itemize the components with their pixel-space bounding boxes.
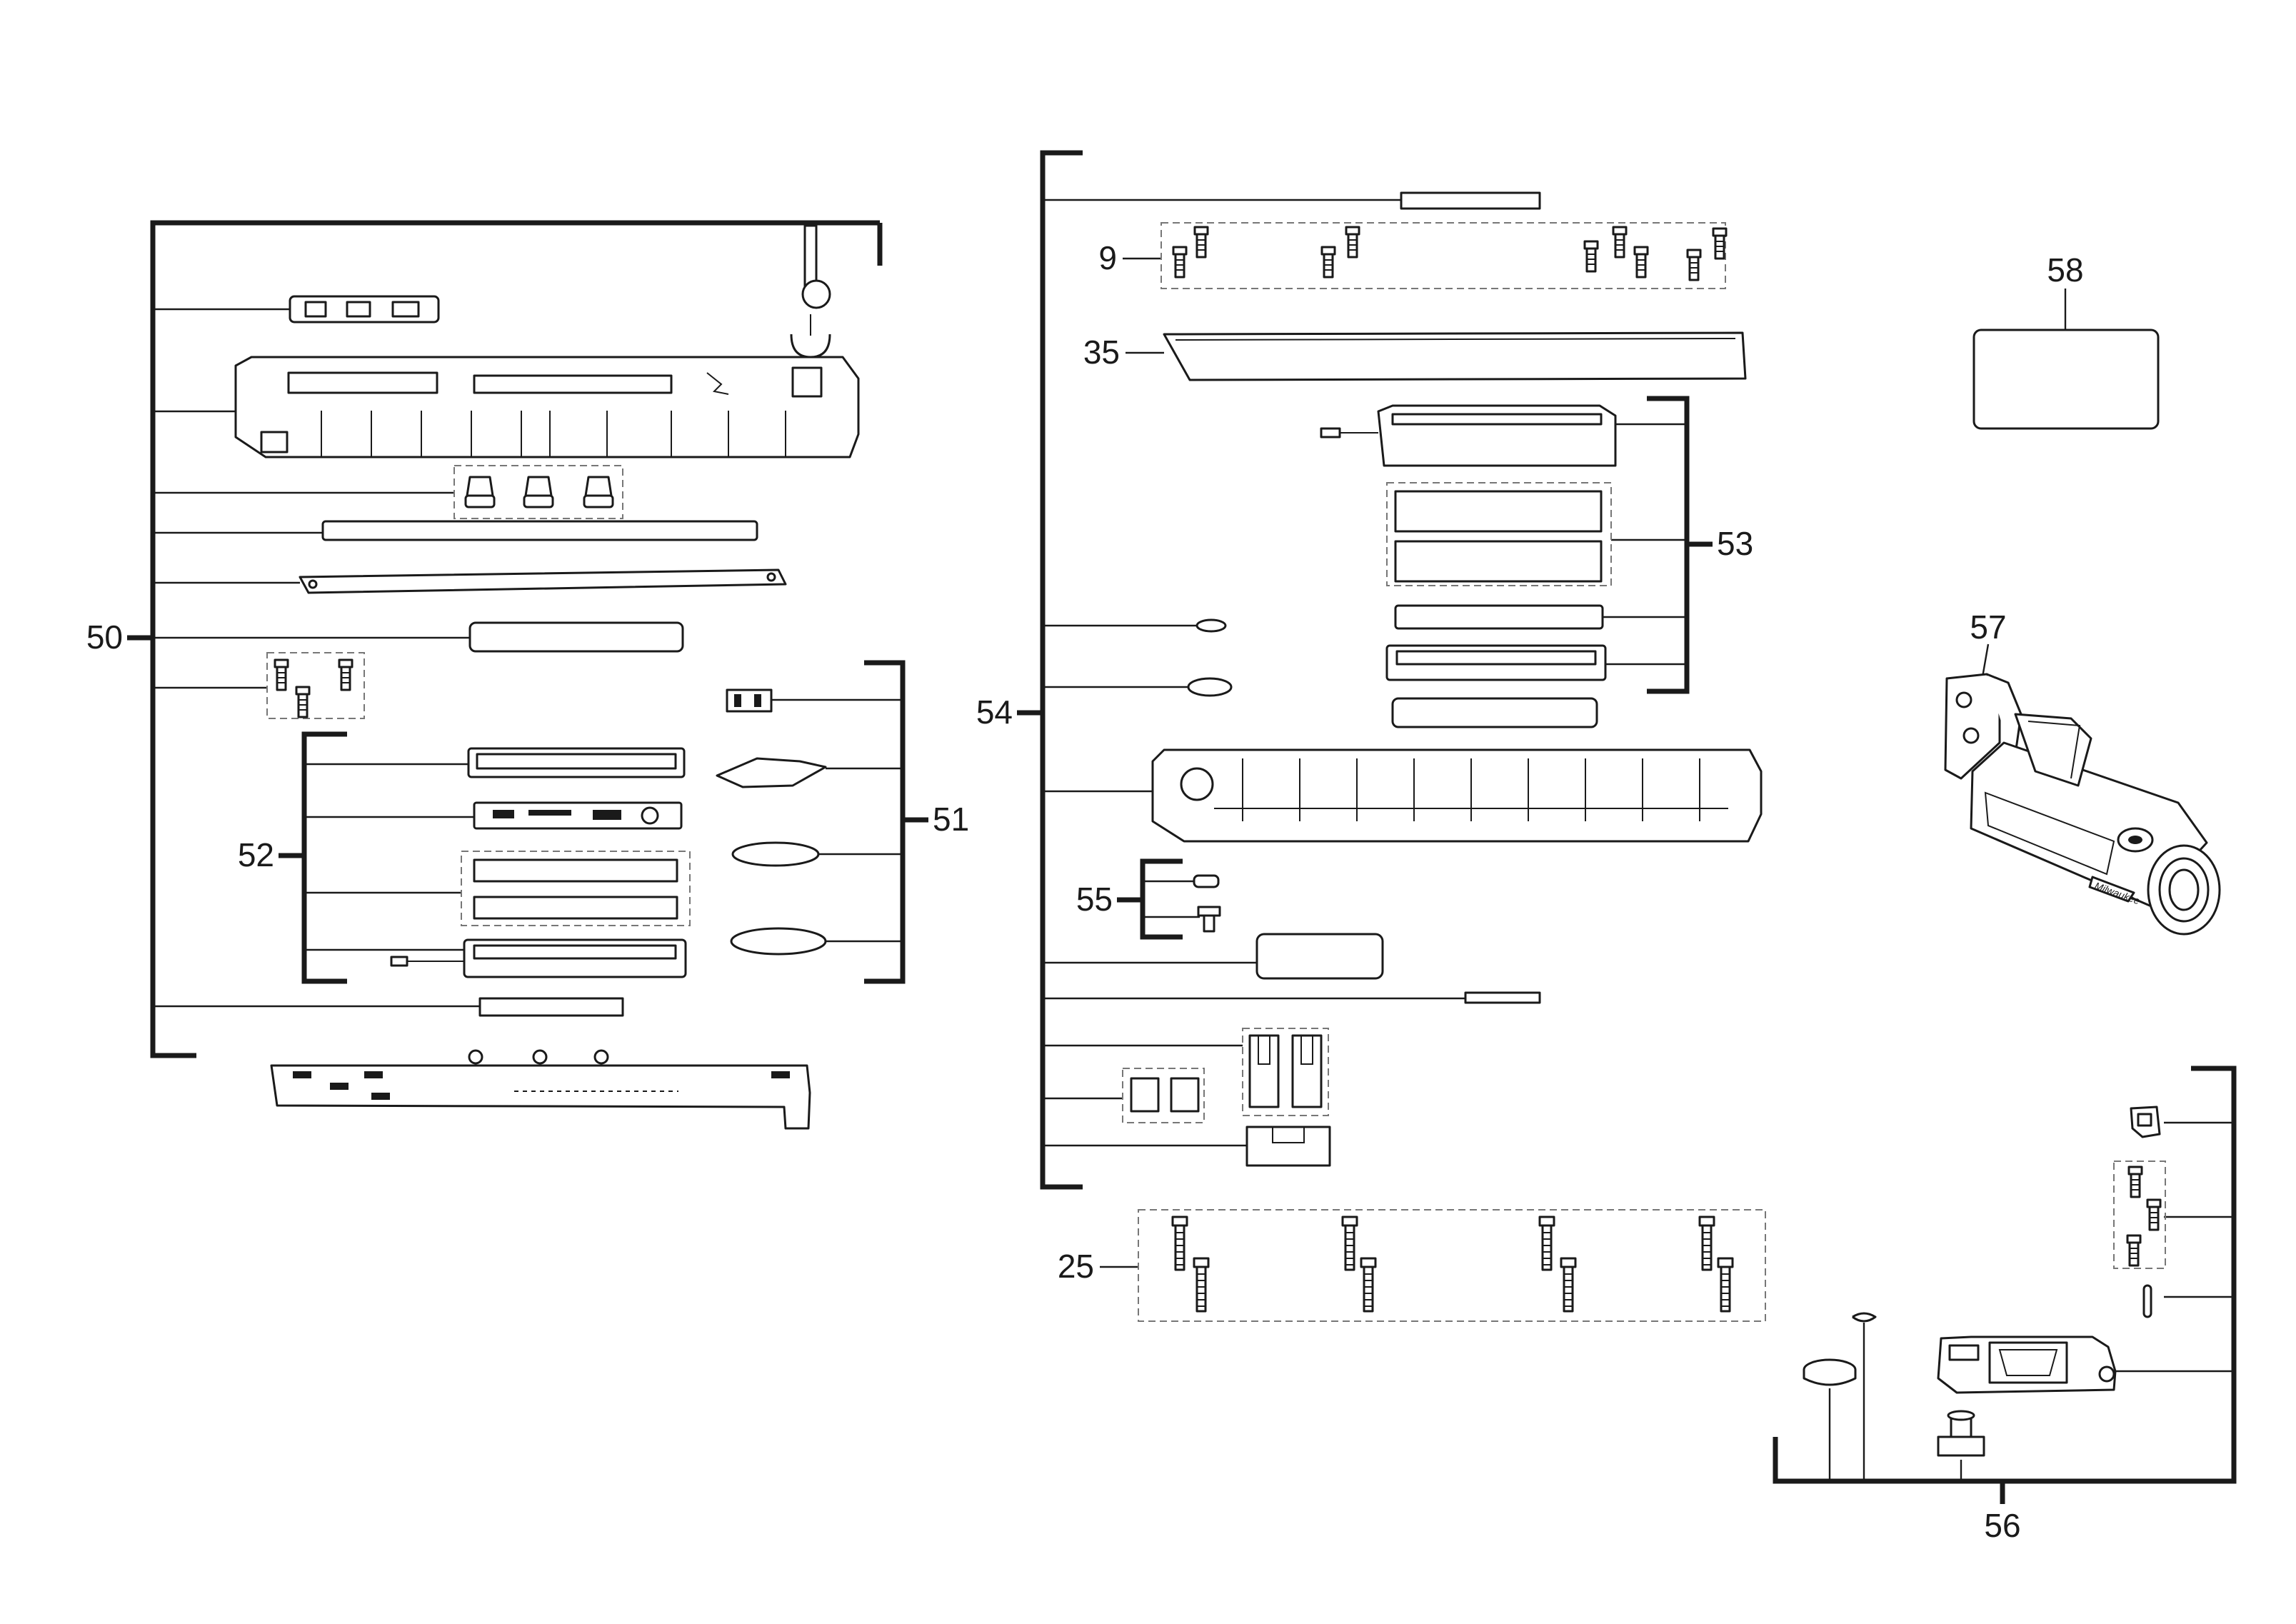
lens-set-box-53 — [1386, 482, 1612, 586]
top-housing — [234, 356, 860, 458]
callout-57: 57 — [1970, 608, 2006, 646]
top-window-strip — [321, 520, 758, 541]
diode-carrier-53 — [1385, 644, 1607, 681]
screw-set-box-50 — [266, 652, 365, 719]
laser-bracket — [716, 757, 827, 788]
top-cover-strip — [1400, 191, 1541, 210]
magnet-disc — [1187, 677, 1233, 697]
dowel-pin — [2142, 1284, 2152, 1318]
window-gasket — [1163, 331, 1747, 381]
pin-rod — [1464, 991, 1541, 1004]
clip-right — [1291, 1034, 1323, 1108]
gasket-disc — [730, 927, 827, 956]
connector-small — [726, 688, 773, 713]
clip-set-box — [1242, 1028, 1329, 1116]
bracket-51 — [864, 660, 906, 984]
callout-56: 56 — [1984, 1507, 2020, 1544]
laser-module — [390, 938, 687, 978]
rating-label — [1972, 329, 2160, 430]
switch-panel — [289, 295, 440, 324]
bracket-52 — [301, 731, 347, 984]
pad-set-box — [1122, 1068, 1205, 1123]
magnetic-mount: Milwaukee — [1944, 673, 2221, 936]
callout-50: 50 — [86, 618, 123, 656]
callout-54: 54 — [976, 693, 1013, 731]
lens-upper — [473, 858, 678, 883]
vial-holder — [1391, 697, 1598, 728]
label-strip — [478, 997, 624, 1017]
small-latch — [2130, 1106, 2161, 1138]
pcb-cover — [467, 747, 686, 778]
callout-51: 51 — [933, 801, 969, 838]
bumper-set-box — [453, 465, 623, 519]
base-plate — [270, 1049, 811, 1130]
lens-holder-53 — [1394, 604, 1604, 630]
group-51: 51 — [716, 660, 969, 984]
lens-lower — [473, 896, 678, 920]
damper-block — [1255, 933, 1384, 980]
e-clip — [1852, 1312, 1877, 1323]
vial-block — [468, 621, 684, 653]
bracket-54 — [1040, 150, 1083, 1190]
callout-25: 25 — [1058, 1248, 1094, 1285]
clip-left — [1248, 1034, 1280, 1108]
circuit-board — [473, 801, 683, 830]
pad-right — [1170, 1077, 1200, 1113]
clamp-bracket — [1245, 1126, 1331, 1167]
pivot-post — [1937, 1410, 1985, 1457]
group-58: 58 — [1972, 251, 2160, 430]
group-54: 54 9 35 53 — [976, 150, 1763, 1190]
pivot-screw — [1197, 906, 1221, 933]
group-57: 57 Milwaukee — [1944, 608, 2221, 936]
callout-58: 58 — [2047, 251, 2083, 289]
bottom-housing — [1151, 748, 1763, 843]
screw-set-box-9 — [1160, 222, 1726, 289]
laser-diode-module — [1320, 404, 1617, 467]
lens-53-upper — [1394, 490, 1603, 533]
callout-53: 53 — [1717, 525, 1753, 562]
bracket-53 — [1647, 396, 1690, 694]
spring-washer — [1195, 618, 1227, 633]
hanger-clip — [790, 224, 831, 359]
o-ring — [731, 841, 820, 867]
lens-53-lower — [1394, 540, 1603, 583]
callout-9: 9 — [1098, 239, 1117, 276]
callout-52: 52 — [238, 836, 274, 873]
bracket-55 — [1140, 858, 1183, 940]
lens-set-box — [461, 851, 691, 926]
group-50: 50 — [86, 220, 883, 1130]
set-screw — [1193, 874, 1220, 888]
group-56: 56 — [1773, 1066, 2237, 1544]
mounting-rail — [299, 568, 787, 594]
group-25: 25 — [1058, 1209, 1766, 1322]
screw-set-box-25 — [1138, 1209, 1766, 1322]
bracket-56 — [1773, 1066, 2237, 1484]
pivot-housing — [1937, 1335, 2117, 1394]
knob-disc — [1803, 1358, 1857, 1386]
callout-55: 55 — [1076, 881, 1113, 918]
screw-set-box-56 — [2113, 1161, 2166, 1269]
group-52: 52 — [238, 731, 691, 984]
callout-35: 35 — [1083, 334, 1120, 371]
pad-left — [1130, 1077, 1160, 1113]
